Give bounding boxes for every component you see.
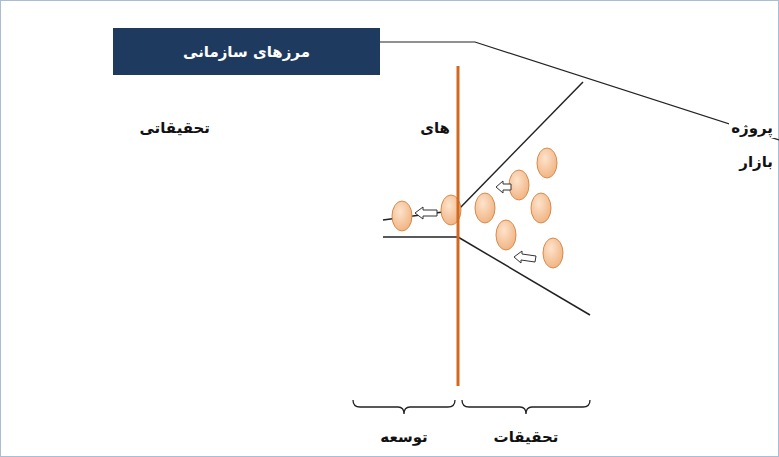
box-title: مرزهای سازمانی: [183, 43, 310, 61]
leader-line: [380, 42, 779, 140]
boundary-line: [457, 66, 460, 386]
hollow-arrows: [415, 181, 536, 263]
idea-ellipses: [392, 148, 563, 268]
boundary-box: مرزهای سازمانی: [113, 28, 380, 75]
funnel-line: [458, 82, 583, 210]
region-label: بازار: [737, 152, 775, 172]
brace: [462, 400, 590, 414]
brace: [353, 400, 455, 414]
funnel-line: [458, 237, 590, 315]
region-label: پروژه: [729, 118, 775, 138]
region-label: تحقیقات: [492, 427, 561, 447]
region-label: توسعه: [378, 427, 429, 447]
region-label: های: [418, 118, 452, 138]
funnel-line: [383, 236, 458, 238]
region-label: تحقیقاتی: [137, 118, 212, 138]
